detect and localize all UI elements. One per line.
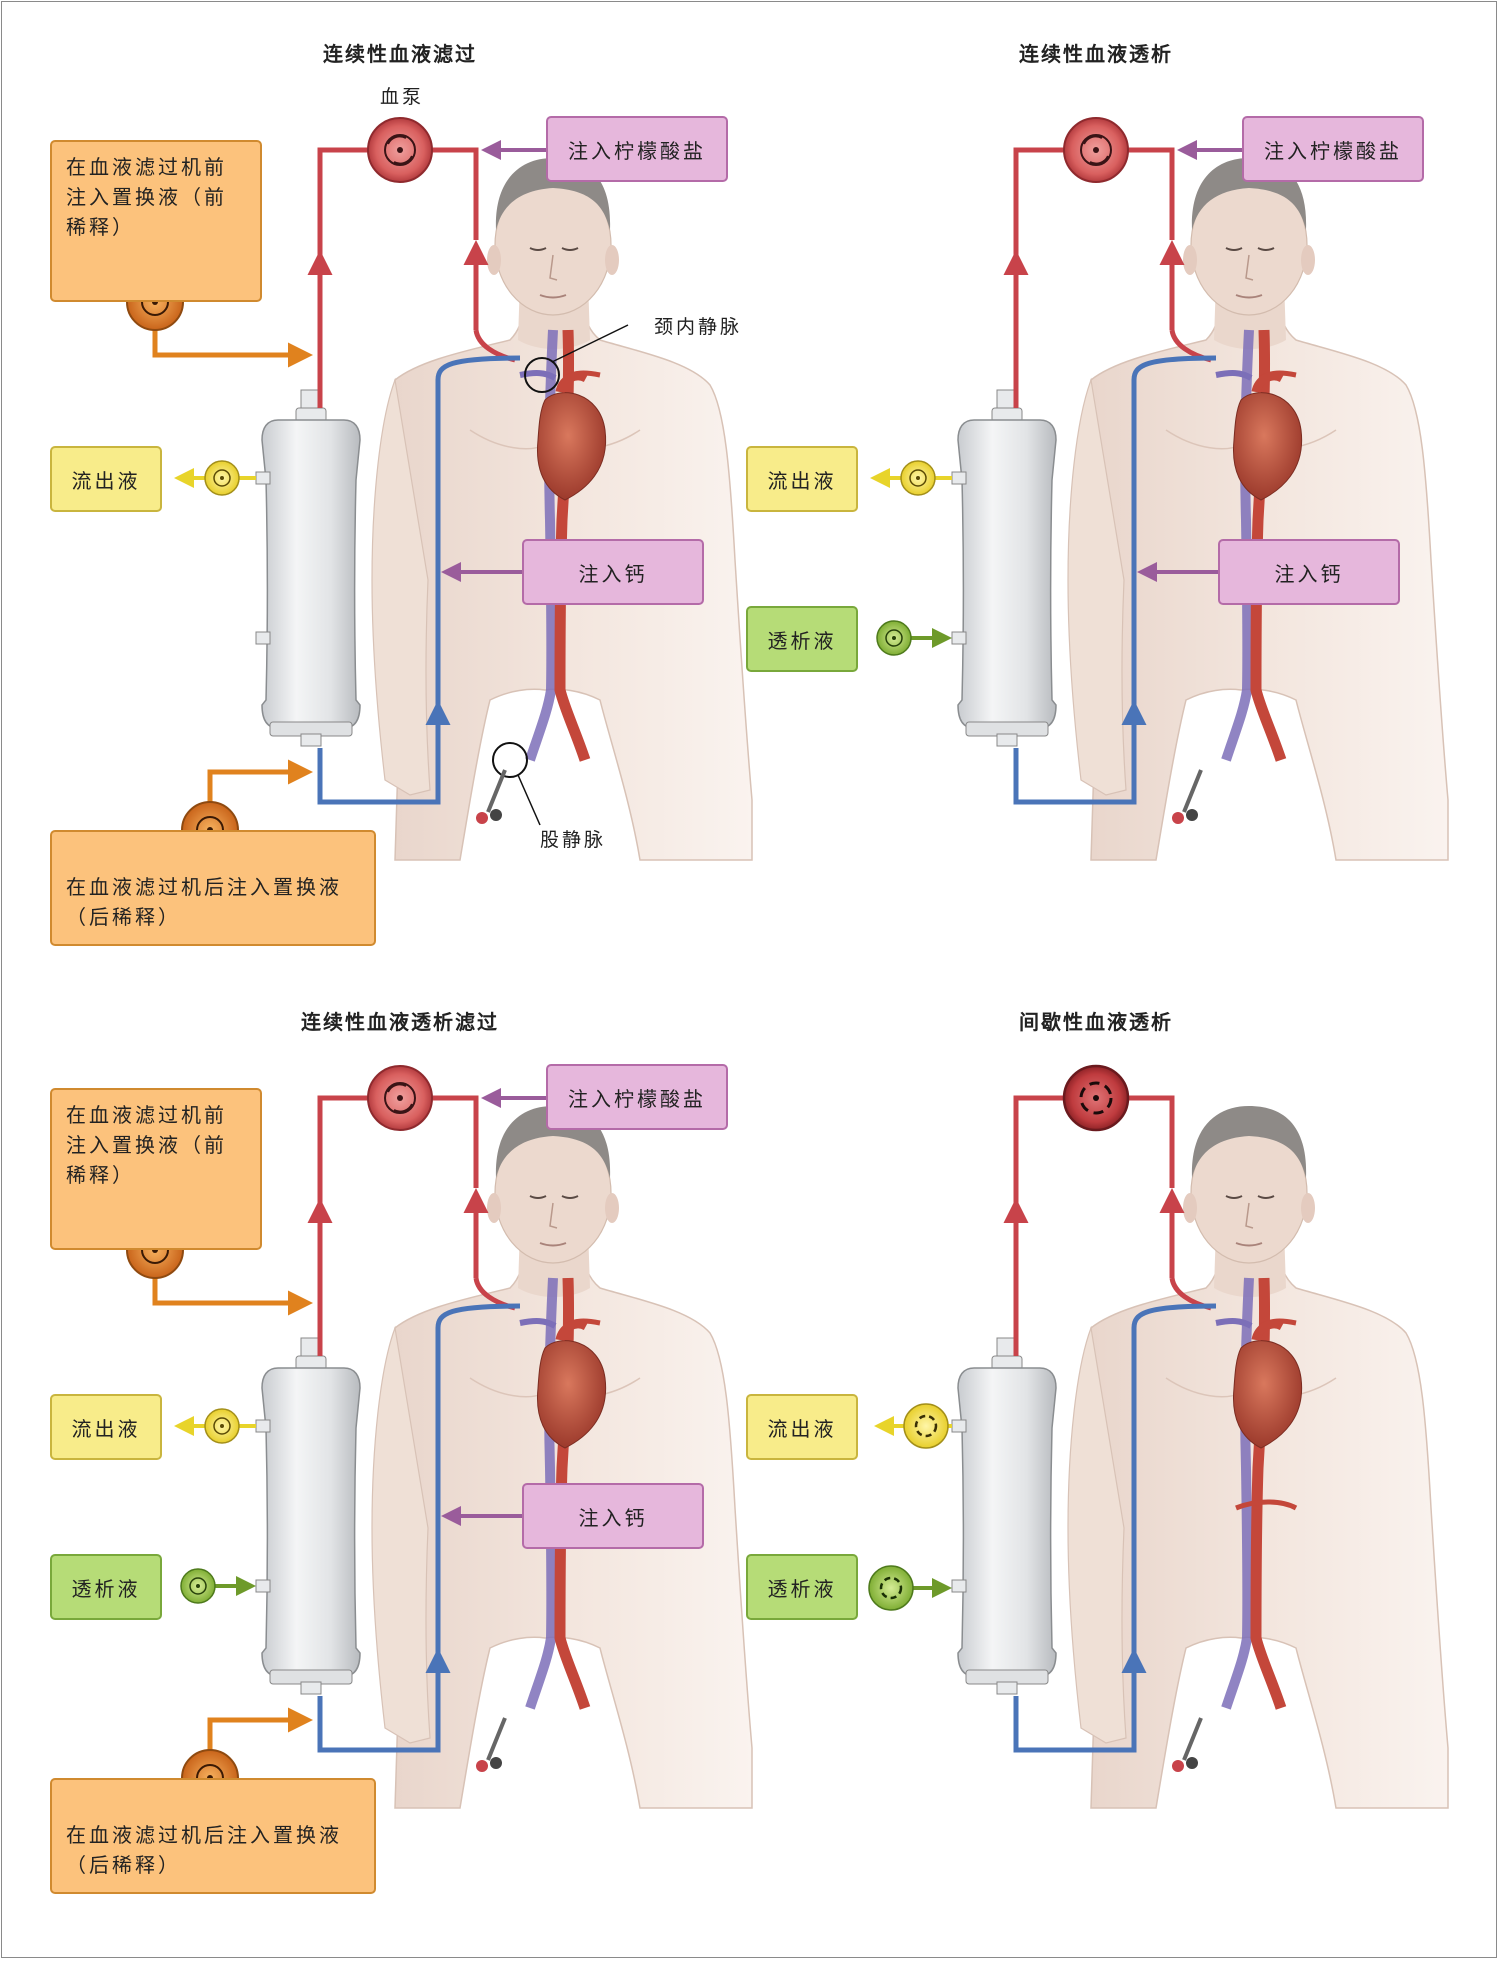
pre-dilution-box: 在血液滤过机前注入置换液（前稀释） [50,1088,262,1250]
effluent-box: 流出液 [50,1394,162,1460]
panel-cvvhdf-labels: 连续性血液透析滤过 注入柠檬酸盐 在血液滤过机前注入置换液（前稀释） 流出液 注… [0,948,750,1928]
blood-pump-label: 血泵 [380,86,425,108]
panel-cvvhd [870,117,1448,860]
post-dilution-box: 在血液滤过机后注入置换液（后稀释） [50,1778,376,1894]
dialysate-box: 透析液 [746,1554,858,1620]
femoral-vein-label: 股静脉 [540,829,607,851]
calcium-infusion-box: 注入钙 [1218,539,1400,605]
dialysate-box: 透析液 [50,1554,162,1620]
dialysate-box: 透析液 [746,606,858,672]
effluent-box: 流出液 [746,446,858,512]
post-dilution-box: 在血液滤过机后注入置换液（后稀释） [50,830,376,946]
effluent-box: 流出液 [746,1394,858,1460]
panel-title: 连续性血液透析滤过 [301,1010,499,1034]
panel-cvvhd-labels: 连续性血液透析 注入柠檬酸盐 流出液 注入钙 透析液 [696,0,1446,980]
calcium-infusion-box: 注入钙 [522,539,704,605]
calcium-infusion-box: 注入钙 [522,1483,704,1549]
panel-title: 连续性血液透析 [1019,42,1173,66]
panel-title: 间歇性血液透析 [1019,1010,1173,1034]
panel-title: 连续性血液滤过 [323,42,477,66]
panel-cvvh [126,117,752,860]
internal-jugular-vein-label: 颈内静脉 [654,316,743,338]
panel-cvvh-labels: 连续性血液滤过 血泵 注入柠檬酸盐 在血液滤过机前注入置换液（前稀释） 颈内静脉… [0,0,750,980]
citrate-infusion-box: 注入柠檬酸盐 [546,1064,728,1130]
panel-ihd-labels: 间歇性血液透析 流出液 透析液 [696,948,1446,1928]
citrate-infusion-box: 注入柠檬酸盐 [546,116,728,182]
pre-dilution-box: 在血液滤过机前注入置换液（前稀释） [50,140,262,302]
panel-cvvhdf [126,1065,752,1808]
panel-ihd [867,1064,1448,1808]
citrate-infusion-box: 注入柠檬酸盐 [1242,116,1424,182]
effluent-box: 流出液 [50,446,162,512]
